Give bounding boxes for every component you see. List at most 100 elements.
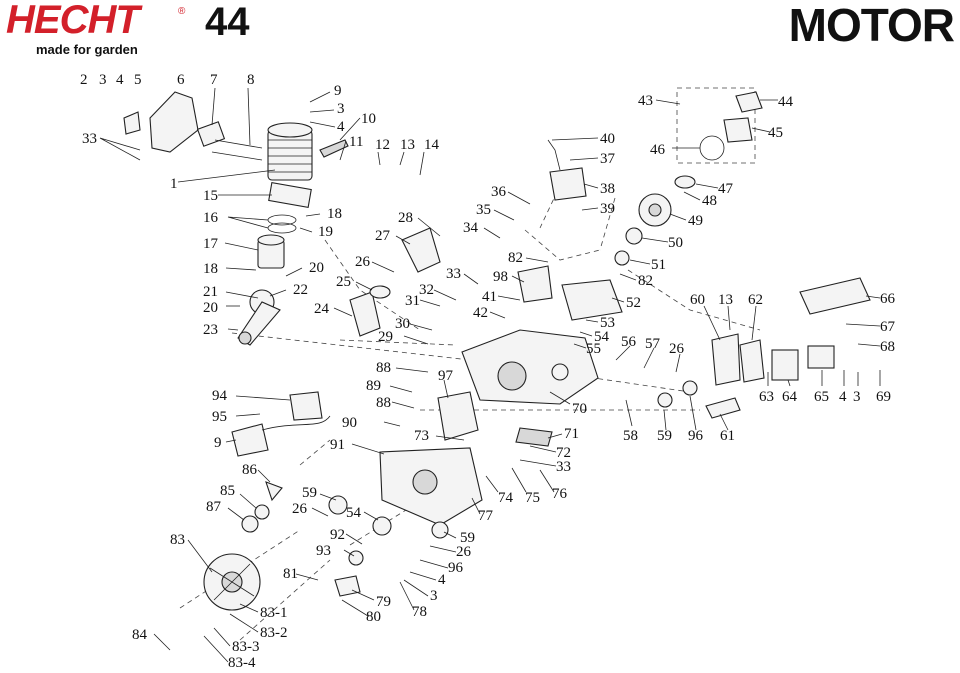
callout-62: 62: [748, 292, 763, 308]
bearing-59: [328, 495, 348, 515]
callout-31: 31: [405, 293, 420, 309]
callout-37: 37: [600, 151, 616, 167]
brand-tagline: made for garden: [36, 42, 138, 57]
bellows-24: [349, 291, 381, 337]
callout-3: 3: [337, 101, 345, 117]
callout-12: 12: [375, 137, 390, 153]
callout-79: 79: [376, 594, 391, 610]
callout-63: 63: [759, 389, 774, 405]
callout-60: 60: [690, 292, 705, 308]
callout-85: 85: [220, 483, 235, 499]
callout-26: 26: [355, 254, 371, 270]
callout-84: 84: [132, 627, 148, 643]
callout-42: 42: [473, 305, 488, 321]
plate-98: [517, 265, 553, 303]
model-number: 44: [205, 0, 250, 44]
callout-89: 89: [366, 378, 381, 394]
callout-68: 68: [880, 339, 895, 355]
ring-25: [369, 285, 391, 299]
callout-82: 82: [638, 273, 653, 289]
ignition-coil-94: [289, 391, 323, 421]
callout-6: 6: [177, 72, 185, 88]
brand-name: HECHT: [6, 0, 140, 42]
callout-54: 54: [346, 505, 362, 521]
callout-13: 13: [400, 137, 415, 153]
top-cover: [149, 91, 199, 153]
callout-8: 8: [247, 72, 255, 88]
callout-18: 18: [327, 206, 342, 222]
callout-20: 20: [203, 300, 218, 316]
callout-83-1: 83-1: [260, 605, 288, 621]
gasket-97: [437, 391, 479, 441]
callout-65: 65: [814, 389, 829, 405]
plate-60: [711, 333, 741, 386]
registered-mark: ®: [178, 6, 186, 17]
callout-87: 87: [206, 499, 222, 515]
callout-35: 35: [476, 202, 491, 218]
washer-96: [682, 380, 698, 396]
callout-75: 75: [525, 490, 540, 506]
washer-47: [674, 175, 696, 189]
bolt-8b: [211, 151, 263, 161]
callout-29: 29: [378, 329, 393, 345]
callout-39: 39: [600, 201, 615, 217]
callout-23: 23: [203, 322, 218, 338]
callout-59: 59: [657, 428, 672, 444]
assembly-guide-lines: [179, 87, 761, 641]
callout-77: 77: [478, 508, 494, 524]
callout-98: 98: [493, 269, 508, 285]
callout-46: 46: [650, 142, 666, 158]
callout-97: 97: [438, 368, 454, 384]
callout-33: 33: [556, 459, 571, 475]
oil-pump-52: [561, 279, 623, 321]
carburetor-38: [549, 167, 587, 201]
ring-16a: [267, 214, 297, 226]
callout-59: 59: [302, 485, 317, 501]
callout-13: 13: [718, 292, 733, 308]
callout-51: 51: [651, 257, 666, 273]
flywheel-83: [203, 553, 261, 611]
callout-52: 52: [626, 295, 641, 311]
callout-48: 48: [702, 193, 717, 209]
gear-54: [372, 516, 392, 536]
callout-69: 69: [876, 389, 891, 405]
callout-53: 53: [600, 315, 615, 331]
callout-30: 30: [395, 316, 410, 332]
part-shapes: [123, 91, 871, 611]
callout-4: 4: [839, 389, 847, 405]
callout-15: 15: [203, 188, 218, 204]
callout-18: 18: [203, 261, 218, 277]
callout-26: 26: [456, 544, 472, 560]
callout-20: 20: [309, 260, 324, 276]
callout-54: 54: [594, 329, 610, 345]
callout-4: 4: [438, 572, 446, 588]
bolt-8a: [214, 139, 263, 149]
callout-88: 88: [376, 360, 391, 376]
leader-lines: [99, 87, 881, 663]
bearing-59b: [431, 521, 449, 539]
callout-67: 67: [880, 319, 896, 335]
pad-61: [705, 397, 741, 419]
callout-27: 27: [375, 228, 391, 244]
callout-50: 50: [668, 235, 683, 251]
callout-43: 43: [638, 93, 653, 109]
callout-86: 86: [242, 462, 258, 478]
callout-22: 22: [293, 282, 308, 298]
callout-14: 14: [424, 137, 440, 153]
callout-49: 49: [688, 213, 703, 229]
callout-82: 82: [508, 250, 523, 266]
callout-94: 94: [212, 388, 228, 404]
callout-58: 58: [623, 428, 638, 444]
gasket-7: [196, 121, 226, 147]
hecht-logo: HECHT ® made for garden: [6, 0, 196, 57]
carb-64: [771, 349, 799, 381]
bracket-86: [265, 481, 283, 502]
callout-93: 93: [316, 543, 331, 559]
callout-3: 3: [99, 72, 107, 88]
callout-26: 26: [669, 341, 685, 357]
callout-83-4: 83-4: [228, 655, 256, 671]
callout-2: 2: [80, 72, 88, 88]
bar-plate-71: [515, 427, 553, 447]
callout-90: 90: [342, 415, 357, 431]
